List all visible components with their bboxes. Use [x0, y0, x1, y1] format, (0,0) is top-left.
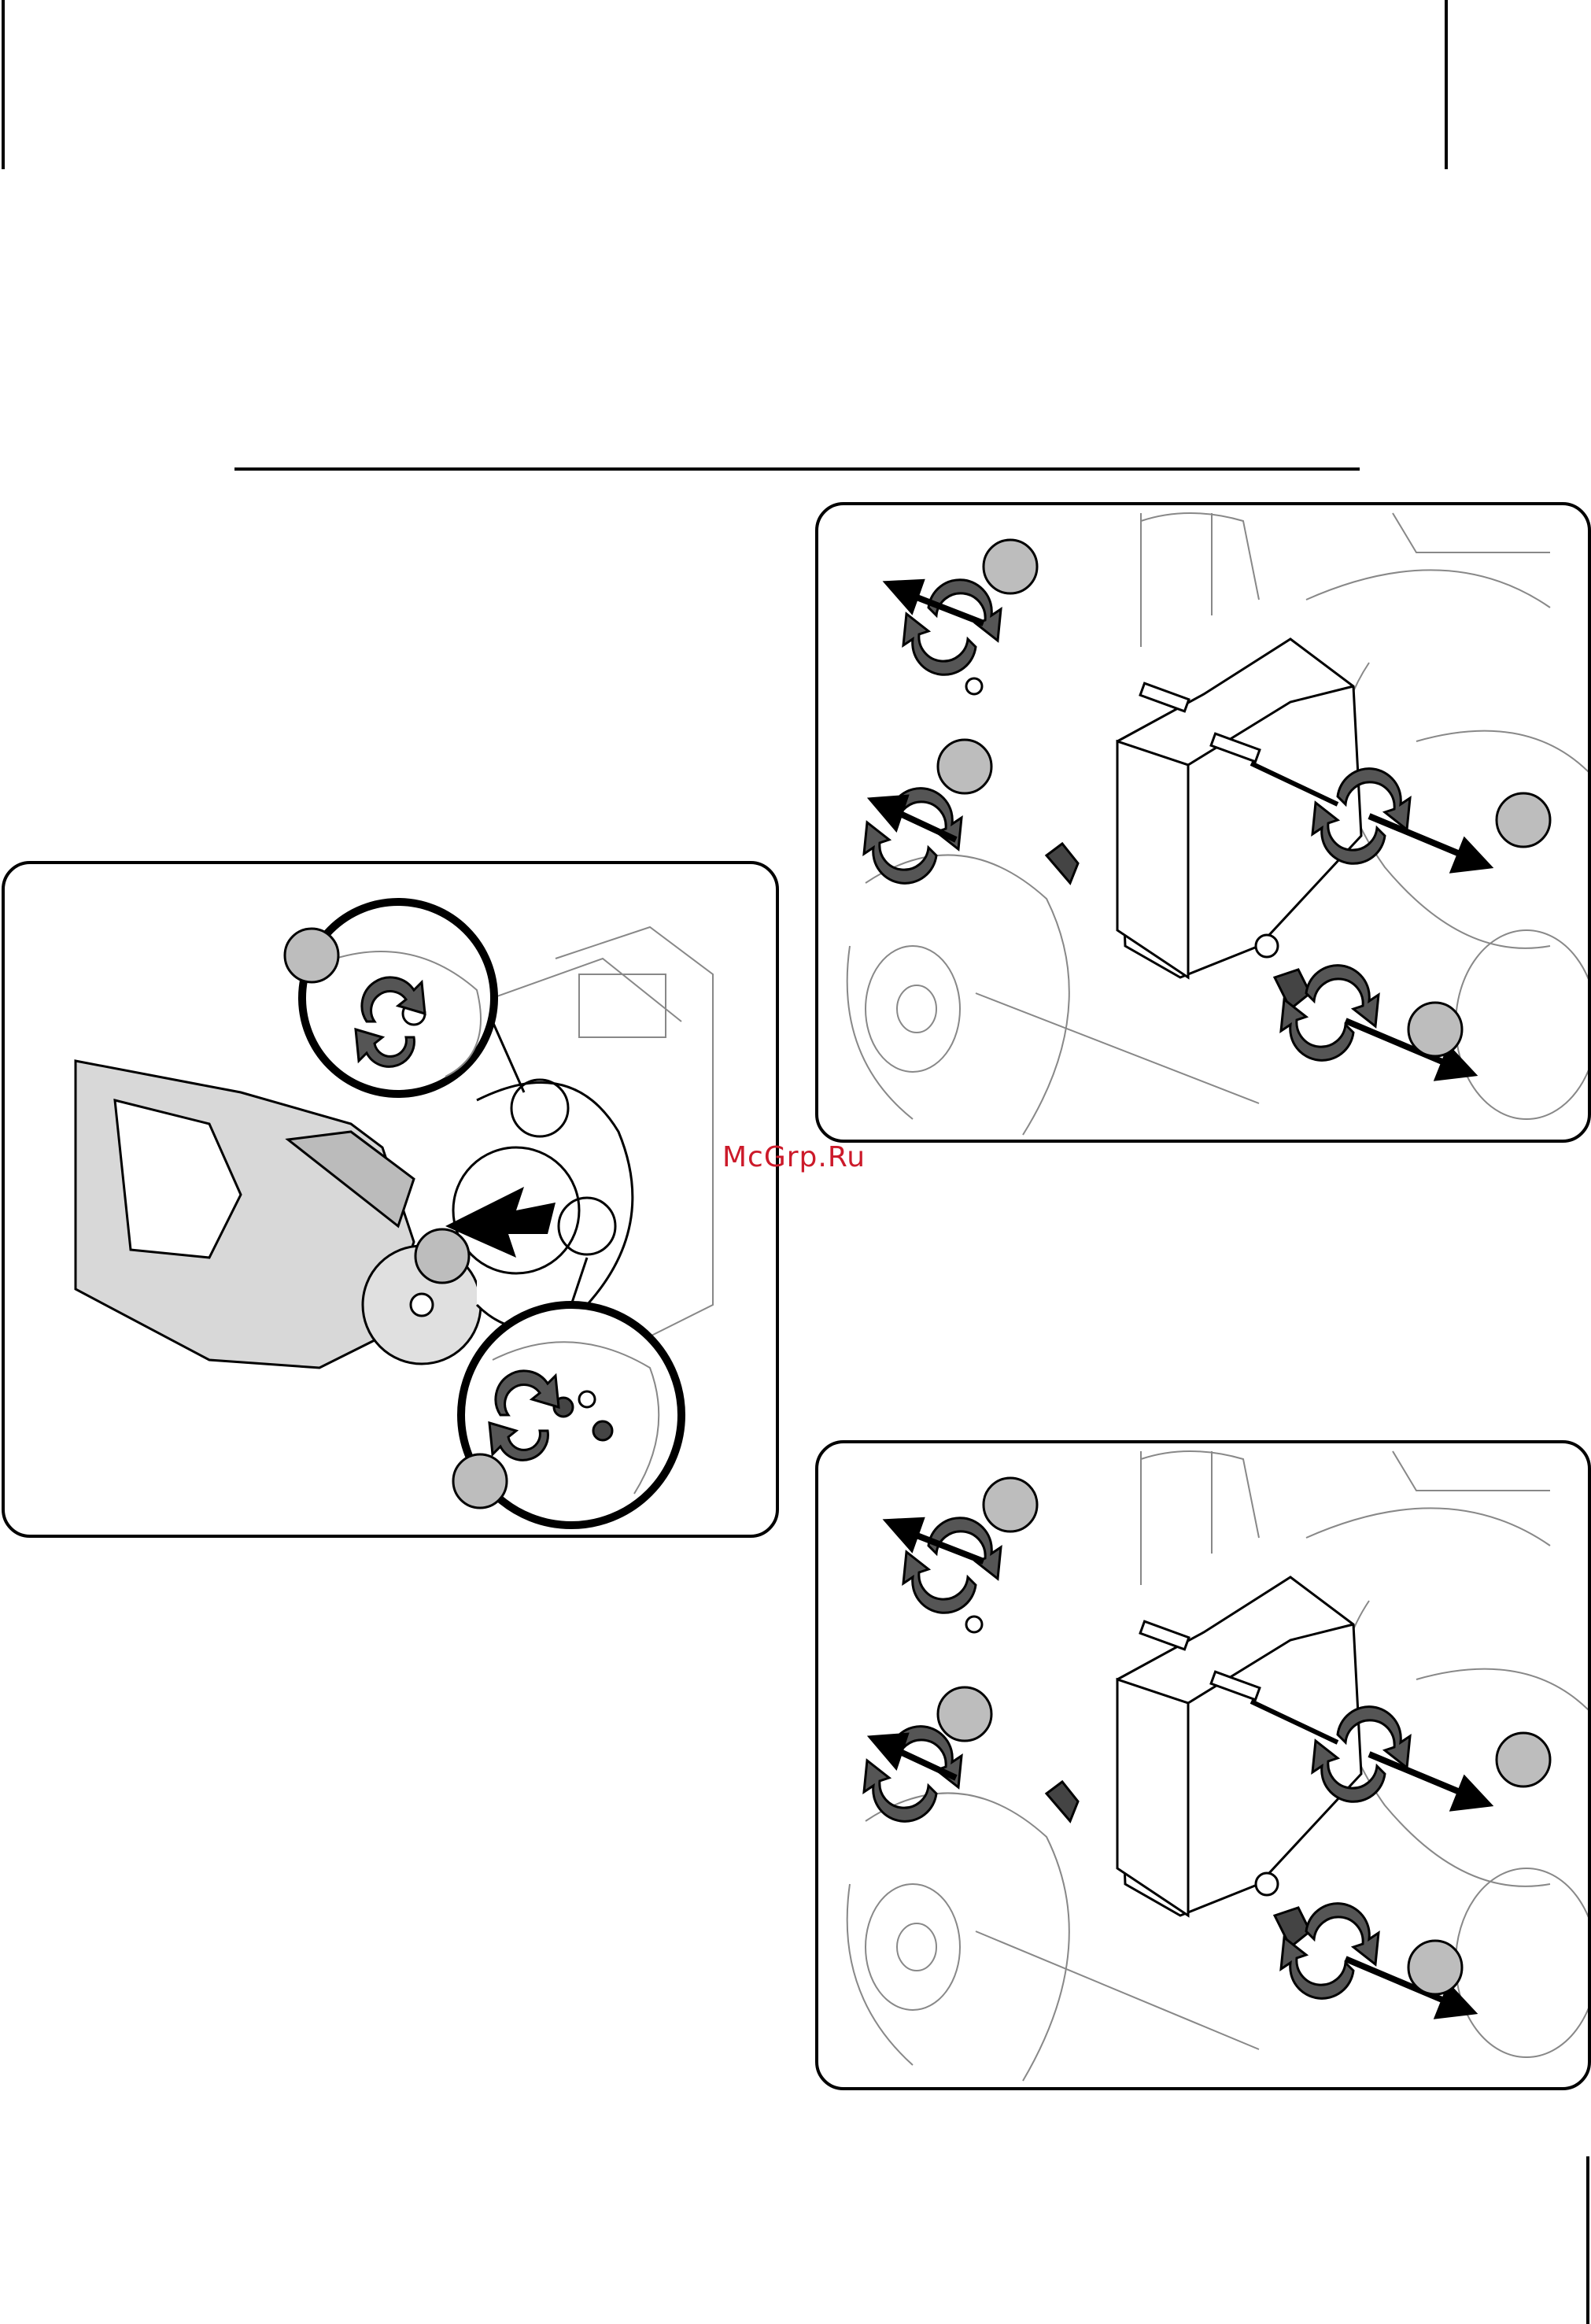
- figure-gearbox-remove-top: [815, 502, 1591, 1143]
- callout-circle: [1497, 793, 1550, 847]
- gearbox-illustration-bottom: [818, 1443, 1591, 2090]
- callout-circle: [415, 1229, 469, 1283]
- crop-mark-bottom-right: [1586, 2156, 1589, 2324]
- callout-circle: [1408, 1003, 1462, 1056]
- gearbox-illustration-top: [818, 505, 1591, 1143]
- callout-circle: [984, 540, 1037, 593]
- figure-blower-attach: [2, 861, 779, 1538]
- callout-circle: [285, 929, 338, 982]
- crop-mark-top-right: [1445, 0, 1448, 169]
- blower-illustration: [5, 864, 779, 1538]
- callout-circle: [938, 1687, 991, 1741]
- callout-circle: [1497, 1733, 1550, 1786]
- callout-circle: [938, 740, 991, 793]
- section-divider: [234, 467, 1360, 471]
- figure-gearbox-remove-bottom: [815, 1440, 1591, 2090]
- crop-mark-top-left: [2, 0, 5, 169]
- watermark: McGrp.Ru: [722, 1141, 866, 1173]
- callout-circle: [453, 1454, 507, 1508]
- callout-circle: [1408, 1941, 1462, 1994]
- callout-circle: [984, 1478, 1037, 1531]
